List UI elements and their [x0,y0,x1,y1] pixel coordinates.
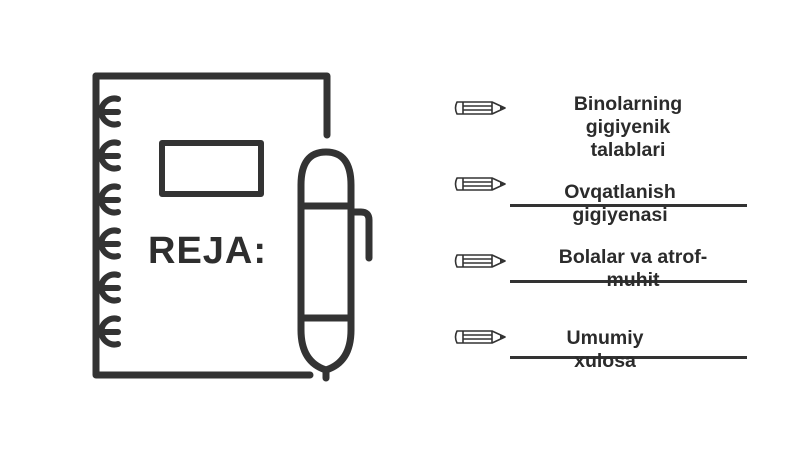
pencil-icon [454,254,506,268]
agenda-item-label: Binolarning gigiyenik talablari [573,93,683,161]
spiral-rings [98,95,121,348]
pen-icon [297,148,373,382]
agenda-underline [510,204,747,207]
agenda-item-label: Umumiy xulosa [566,327,644,372]
agenda-item-label: Ovqatlanish gigiyenasi [564,181,676,226]
agenda-underline [510,356,747,359]
pencil-icon [454,330,506,344]
agenda-item-label: Bolalar va atrof-muhit [558,246,708,291]
page-title: REJA: [148,230,268,272]
agenda-underline [510,280,747,283]
pencil-icon [454,177,506,191]
pencil-icon [454,101,506,115]
